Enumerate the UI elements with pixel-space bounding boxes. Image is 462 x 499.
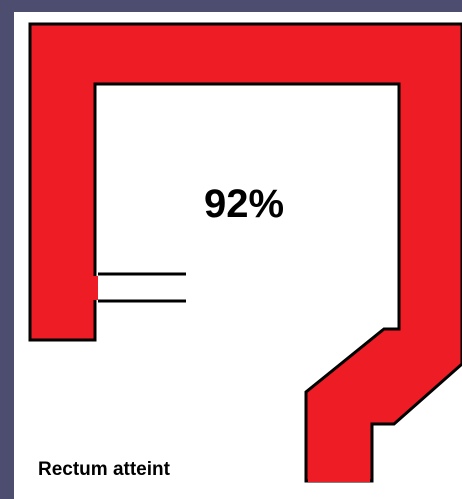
diagram-canvas: 92% Rectum atteint — [14, 12, 462, 499]
colon-shape — [28, 22, 462, 483]
percentage-label: 92% — [203, 182, 285, 226]
intestine-diagram — [28, 22, 462, 483]
rectum-end-marker — [308, 478, 370, 482]
opening-marker — [90, 276, 98, 300]
caption-label: Rectum atteint — [38, 459, 170, 480]
